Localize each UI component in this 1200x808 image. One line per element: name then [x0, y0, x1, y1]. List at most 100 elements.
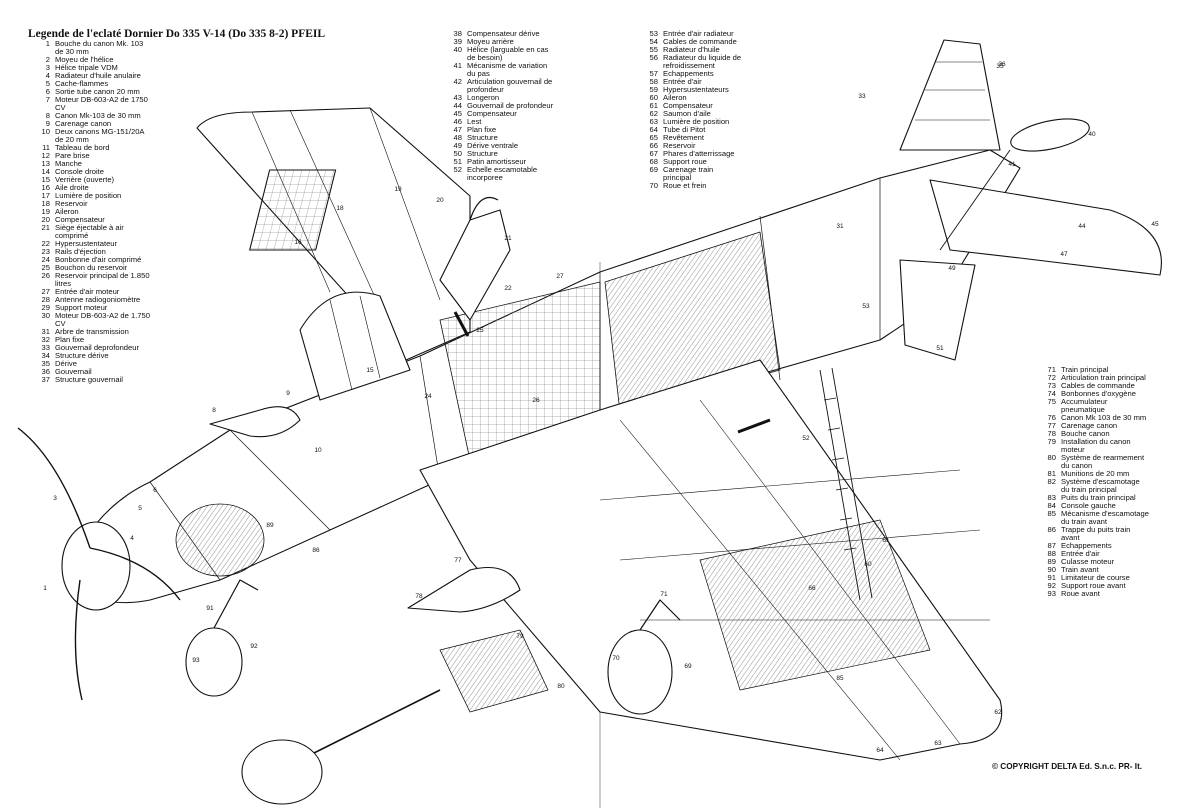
legend-number: 69 [649, 165, 658, 174]
legend-text: Tableau de bord [55, 143, 110, 152]
legend-text: Aileron [55, 207, 79, 216]
legend-text: Bouchon du reservoir [55, 263, 128, 272]
legend-text: Radiateur d'huile [663, 45, 720, 54]
callout-label: 80 [557, 683, 565, 690]
callout-label: 91 [206, 605, 214, 612]
wing-tank-panel [249, 169, 337, 251]
legend-number: 67 [649, 149, 658, 158]
callout-label: 21 [504, 235, 512, 242]
legend-number: 62 [649, 109, 658, 118]
legend-text: Aile droite [55, 183, 89, 192]
legend-text: Dérive [55, 359, 77, 368]
legend-text: Hélice (larguable en cas de besoin) [467, 45, 549, 62]
callout-label: 89 [266, 522, 274, 529]
callout-label: 5 [138, 505, 142, 512]
callout-label: 69 [684, 663, 692, 670]
legend-text: Installation du canon moteur [1061, 437, 1131, 454]
legend-text: Compensateur [55, 215, 105, 224]
legend-text: Longeron [467, 93, 500, 102]
legend-entry: 3 Hélice tripale VDM [34, 64, 150, 72]
legend-text: Entrée d'air [1061, 549, 1100, 558]
legend-number: 19 [41, 207, 50, 216]
legend-text: Accumulateur pneumatique [1061, 397, 1108, 414]
legend-text: Lumière de position [55, 191, 122, 200]
legend-text: Munitions de 20 mm [1061, 469, 1130, 478]
legend-number: 9 [45, 119, 50, 128]
legend-number: 2 [45, 55, 50, 64]
legend-number: 53 [649, 29, 658, 38]
callout-label: 70 [612, 655, 620, 662]
legend-number: 24 [41, 255, 50, 264]
callout-label: 18 [336, 205, 344, 212]
legend-number: 85 [1047, 509, 1056, 518]
legend-number: 42 [453, 77, 462, 86]
legend-text: Hypersustentateurs [663, 85, 729, 94]
callout-label: 26 [532, 397, 540, 404]
legend-text: Lest [467, 117, 482, 126]
callout-label: 6 [153, 487, 157, 494]
callout-label: 44 [1078, 223, 1086, 230]
callout-label: 40 [1088, 131, 1096, 138]
legend-number: 25 [41, 263, 50, 272]
legend-entry: 40 Hélice (larguable en cas de besoin) [446, 46, 554, 62]
legend-number: 14 [41, 167, 50, 176]
legend-text: Mécanisme de variation du pas [467, 61, 548, 78]
legend-number: 38 [453, 29, 462, 38]
legend-number: 46 [453, 117, 462, 126]
legend-number: 20 [41, 215, 50, 224]
legend-text: Bouche canon [1061, 429, 1110, 438]
legend-number: 44 [453, 101, 462, 110]
legend-text: Moteur DB-603-A2 de 1750 CV [55, 95, 148, 112]
legend-text: Plan fixe [55, 335, 85, 344]
callout-label: 79 [516, 633, 524, 640]
legend-number: 12 [41, 151, 50, 160]
legend-number: 54 [649, 37, 658, 46]
callout-label: 85 [836, 675, 844, 682]
legend-number: 3 [45, 63, 50, 72]
horizontal-tail [929, 179, 1162, 276]
legend-text: Hélice tripale VDM [55, 63, 118, 72]
callout-label: 60 [864, 561, 872, 568]
legend-text: Structure dérive [55, 351, 109, 360]
legend-number: 32 [41, 335, 50, 344]
legend-number: 75 [1047, 397, 1056, 406]
legend-number: 34 [41, 351, 50, 360]
wing-cannon-left [407, 566, 521, 613]
legend-text: Canon Mk-103 de 30 mm [55, 111, 141, 120]
legend-text: Reservoir principal de 1.850 litres [55, 271, 150, 288]
legend-text: Puits du train principal [1061, 493, 1136, 502]
legend-number: 91 [1047, 573, 1056, 582]
legend-text: Compensateur [663, 101, 713, 110]
legend-number: 49 [453, 141, 462, 150]
main-wheel [607, 629, 673, 715]
legend-text: Structure [467, 149, 498, 158]
callout-label: 62 [994, 709, 1002, 716]
legend-number: 84 [1047, 501, 1056, 510]
legend-text: Radiateur du liquide de refroidissement [663, 53, 742, 70]
legend-text: Cache-flammes [55, 79, 109, 88]
legend-number: 40 [453, 45, 462, 54]
legend-number: 78 [1047, 429, 1056, 438]
